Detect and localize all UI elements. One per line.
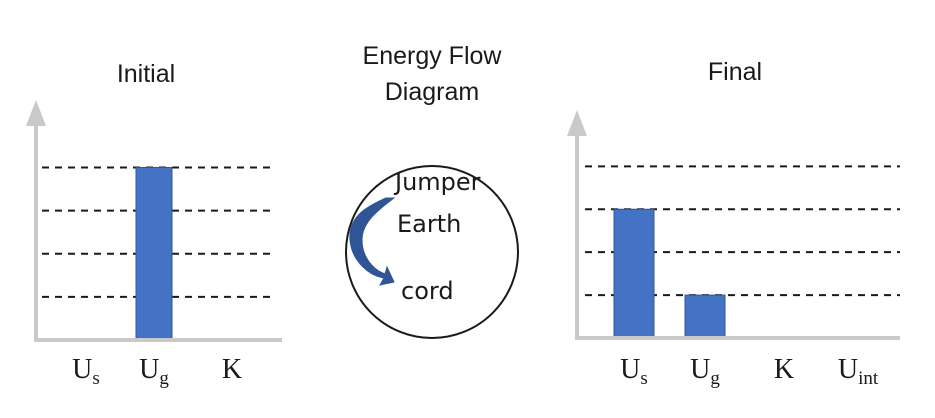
initial-y-axis-arrowhead bbox=[26, 100, 46, 126]
initial-category-label-ug: Ug bbox=[139, 354, 169, 389]
initial-category-label-k: K bbox=[222, 354, 242, 385]
final-axis-lines bbox=[575, 132, 900, 340]
initial-bar-ug bbox=[135, 167, 173, 341]
final-bar-us bbox=[613, 208, 655, 339]
final-category-main-us: U bbox=[620, 354, 640, 385]
circle-label-earth: Earth bbox=[397, 210, 461, 238]
initial-axis-lines bbox=[34, 122, 282, 342]
final-category-label-k: K bbox=[774, 354, 794, 385]
final-bar-ug bbox=[684, 294, 726, 339]
initial-category-sub-us: s bbox=[92, 368, 99, 389]
final-axes bbox=[567, 110, 900, 340]
initial-axes bbox=[26, 100, 282, 342]
initial-category-main-ug: U bbox=[139, 354, 159, 385]
final-category-main-k: K bbox=[774, 354, 794, 385]
final-category-label-ug: Ug bbox=[690, 354, 720, 389]
final-chart-title: Final bbox=[708, 58, 762, 86]
final-category-main-ug: U bbox=[690, 354, 710, 385]
final-category-sub-uint: int bbox=[858, 368, 879, 389]
diagram-title-line-1: Energy Flow bbox=[363, 42, 503, 70]
circle-label-jumper: Jumper bbox=[393, 168, 481, 196]
final-category-sub-us: s bbox=[640, 368, 647, 389]
initial-category-label-us: Us bbox=[72, 354, 100, 389]
energy-flow-diagram: Energy Flow Diagram Jumper Earth cord bbox=[345, 42, 519, 339]
initial-chart-title: Initial bbox=[117, 60, 175, 88]
final-bars bbox=[613, 208, 726, 339]
final-y-axis-arrowhead bbox=[567, 110, 587, 136]
energy-flow-arrow-icon bbox=[349, 197, 396, 286]
final-category-label-uint: Uint bbox=[838, 354, 879, 389]
initial-category-sub-ug: g bbox=[159, 368, 169, 389]
initial-bars bbox=[135, 167, 173, 341]
final-category-sub-ug: g bbox=[710, 368, 720, 389]
system-circle bbox=[345, 165, 519, 339]
diagram-title-line-2: Diagram bbox=[385, 78, 479, 106]
final-category-main-uint: U bbox=[838, 354, 858, 385]
circle-label-cord: cord bbox=[401, 277, 454, 305]
initial-category-main-us: U bbox=[72, 354, 92, 385]
initial-category-main-k: K bbox=[222, 354, 242, 385]
final-category-label-us: Us bbox=[620, 354, 648, 389]
